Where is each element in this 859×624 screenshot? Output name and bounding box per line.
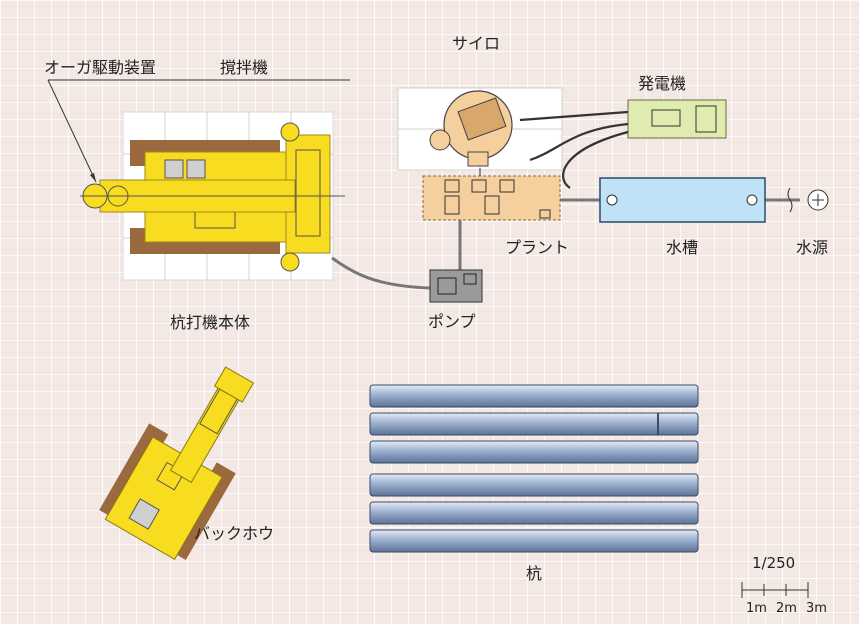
label-water-tank: 水槽: [666, 238, 699, 257]
plant: [422, 168, 561, 221]
backhoe-bucket: [213, 366, 255, 403]
water-pipes: [331, 198, 800, 290]
plant-box: [422, 175, 561, 221]
label-water-source: 水源: [796, 238, 829, 257]
scale-tick-3m: 3m: [806, 601, 827, 616]
winch-top: [280, 122, 300, 142]
silo: [397, 87, 563, 171]
generator: [627, 99, 727, 139]
pile: [369, 529, 699, 553]
label-mixer: 撹拌機: [220, 58, 269, 77]
label-generator: 発電機: [638, 74, 687, 93]
pile: [369, 440, 699, 464]
label-plant: プラント: [505, 238, 570, 257]
winch-bottom: [280, 252, 300, 272]
scale-bar: [741, 582, 809, 598]
pump: [429, 269, 483, 303]
label-silo: サイロ: [452, 34, 501, 53]
pile: [369, 412, 699, 436]
pile-driver-body: [80, 111, 345, 281]
label-auger: オーガ駆動装置: [44, 58, 157, 77]
pile: [369, 384, 699, 408]
scale-ratio: 1/250: [752, 554, 796, 572]
water-tank: [599, 177, 766, 223]
scale-tick-2m: 2m: [776, 601, 797, 616]
pile: [369, 501, 699, 525]
label-piles: 杭: [526, 564, 543, 583]
water-source-symbol: [787, 187, 829, 213]
piles: [369, 384, 699, 553]
label-pile-driver: 杭打機本体: [170, 313, 251, 332]
scale-tick-1m: 1m: [746, 601, 767, 616]
power-cables: [519, 110, 629, 189]
backhoe: [99, 366, 255, 560]
pile: [369, 473, 699, 497]
water-tank-box: [599, 177, 766, 223]
label-backhoe: バックホウ: [194, 524, 275, 543]
label-pump: ポンプ: [428, 312, 476, 331]
auger-leader-line: [47, 79, 350, 183]
